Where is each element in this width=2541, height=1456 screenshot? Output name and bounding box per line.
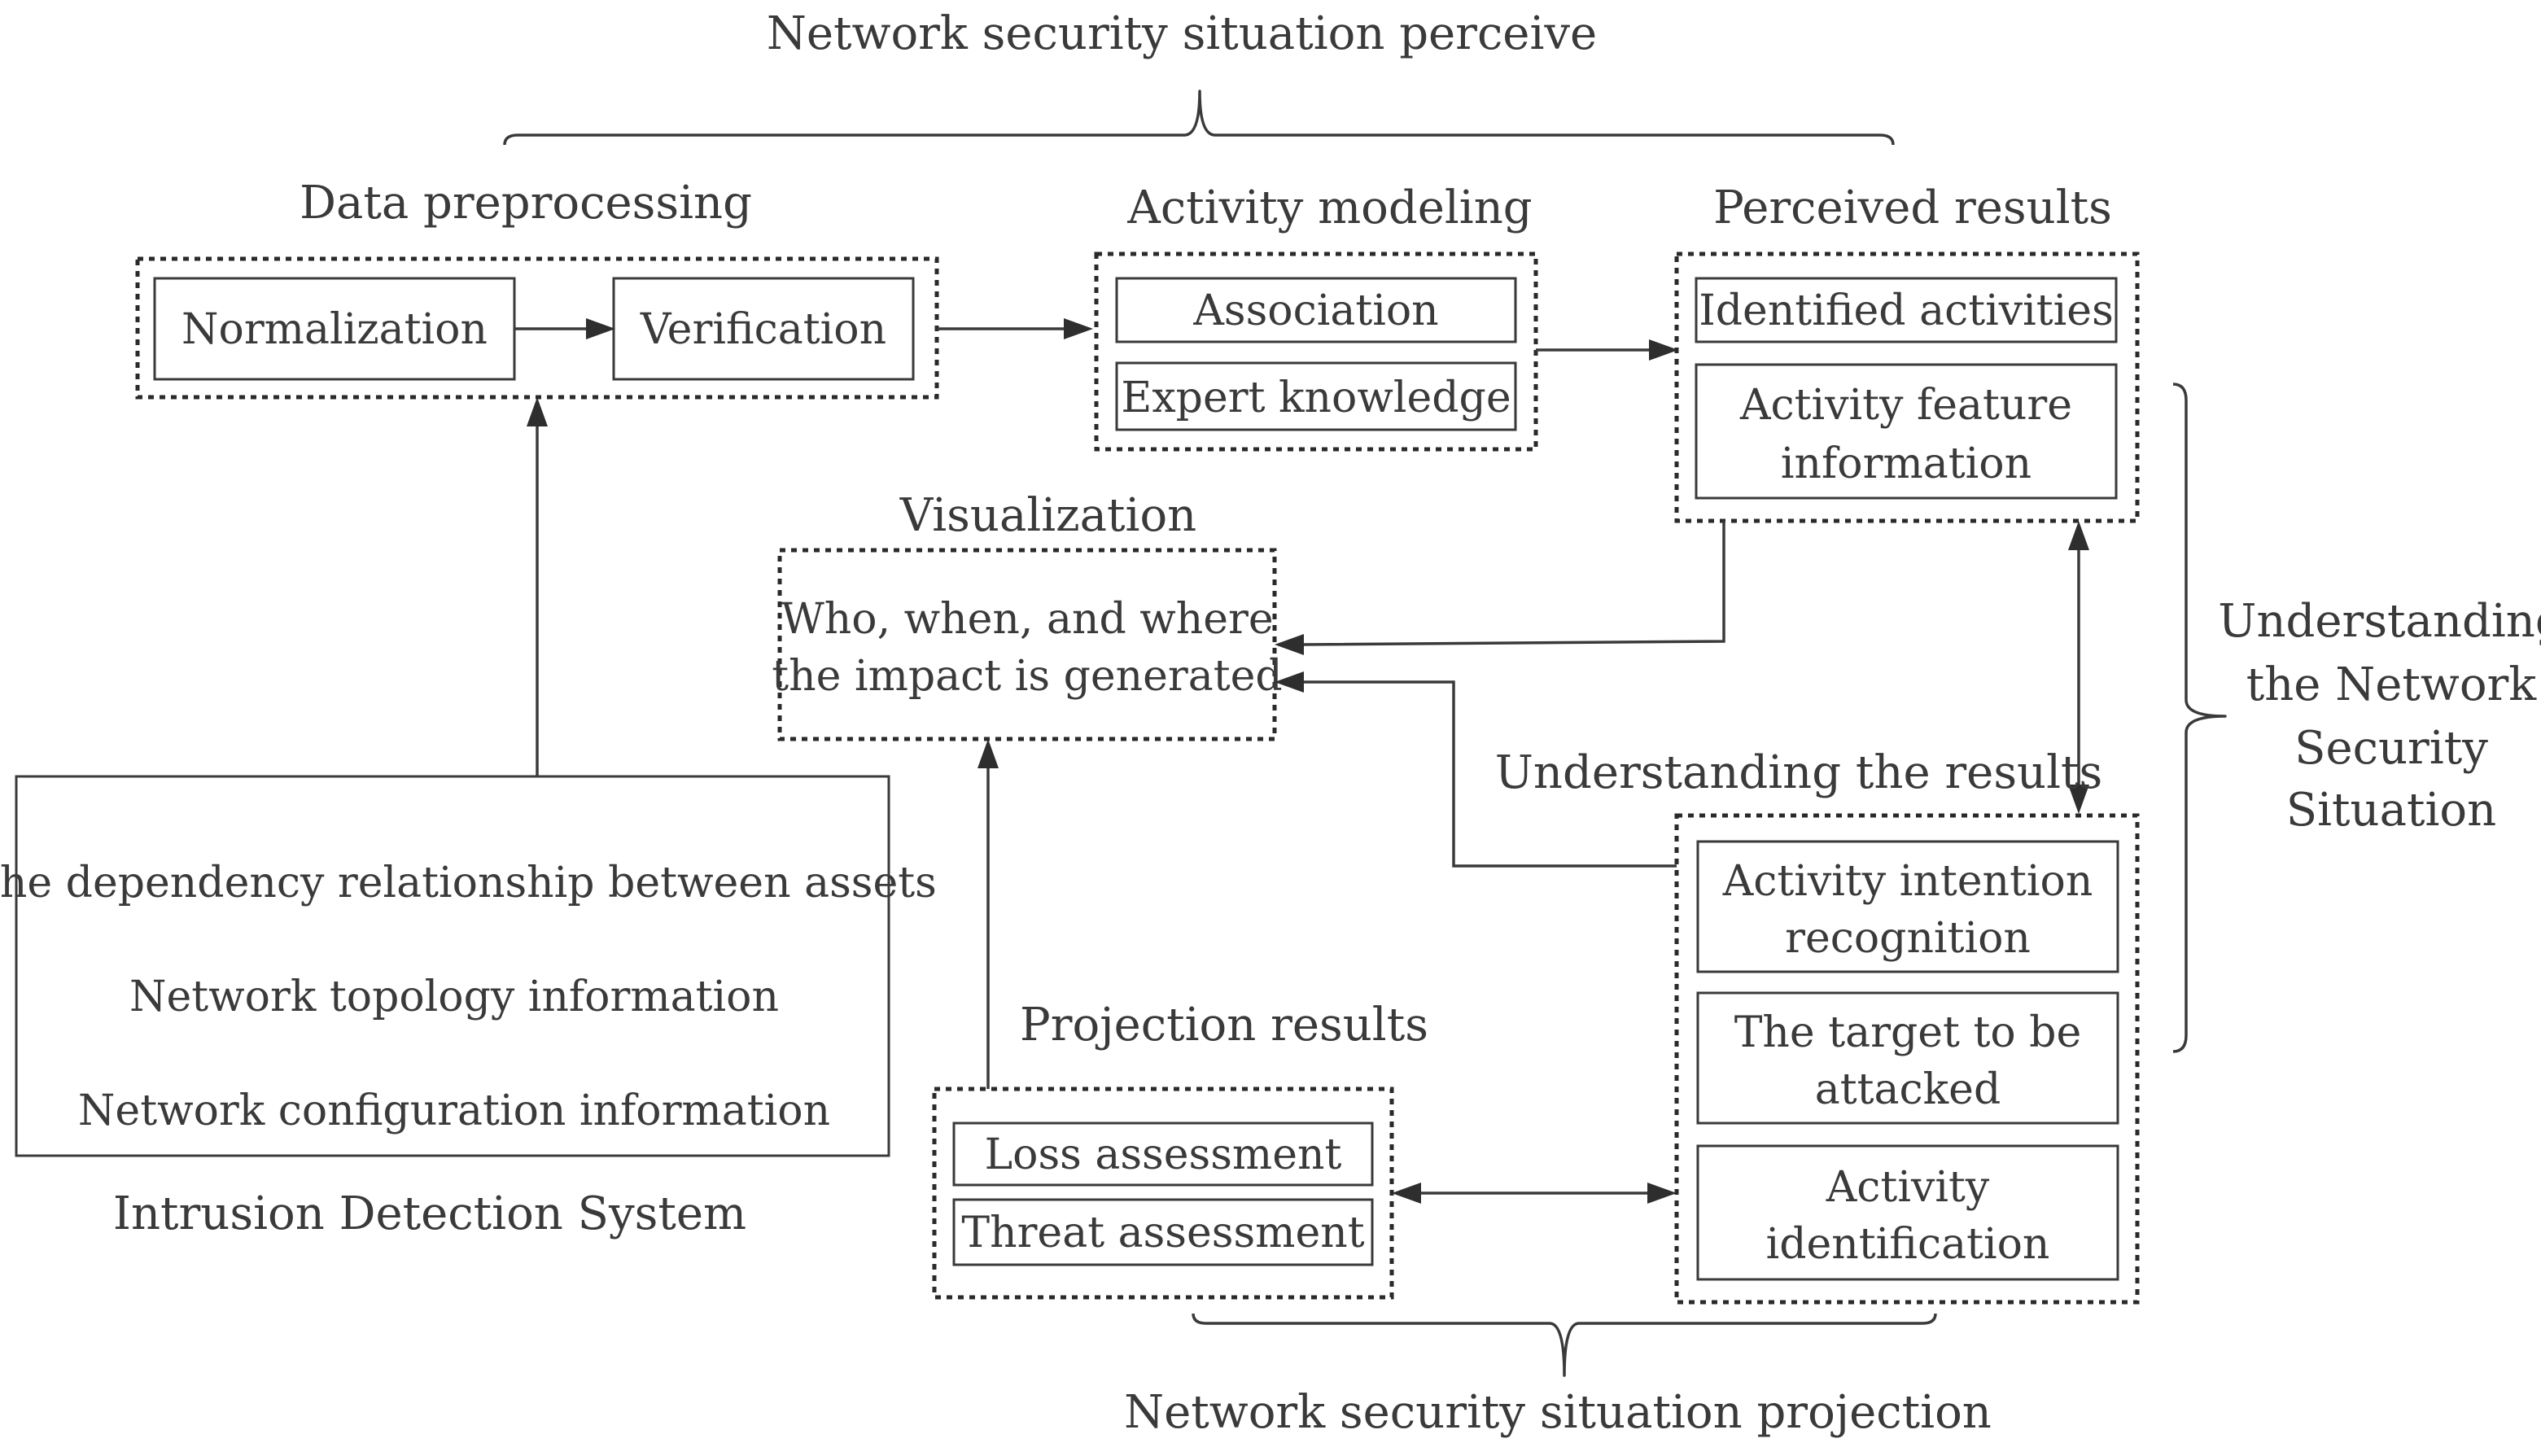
intrusion-detection-item: Network topology information	[129, 973, 779, 1021]
projection-results-title: Projection results	[1020, 999, 1428, 1052]
right-brace-label: the Network	[2246, 658, 2538, 711]
arrow-understanding-to-visualization	[1302, 680, 1677, 868]
activity-identification-label: identification	[1766, 1220, 2050, 1269]
activity-identification-box	[1696, 1144, 2119, 1281]
activity-intention-recognition-box	[1696, 840, 2119, 973]
visualization-box	[777, 548, 1277, 741]
arrowhead	[1275, 634, 1304, 655]
intrusion-detection-item: The dependency relationship between asse…	[0, 859, 937, 907]
visualization-text: Who, when, and where	[781, 595, 1273, 644]
top-brace	[503, 90, 1895, 146]
arrowhead	[1275, 671, 1304, 693]
target-to-be-attacked-label: The target to be	[1734, 1008, 2082, 1057]
verification-label: Verification	[640, 305, 886, 354]
intrusion-detection-item: Network configuration information	[78, 1087, 830, 1135]
data-preprocessing-title: Data preprocessing	[300, 177, 752, 230]
target-to-be-attacked-label: attacked	[1815, 1065, 2001, 1114]
understanding-results-title: Understanding the results	[1495, 746, 2103, 799]
right-brace-label: Understanding	[2218, 595, 2541, 648]
arrowhead	[1649, 339, 1678, 361]
expert-knowledge-box	[1115, 361, 1517, 431]
identified-activities-box	[1695, 277, 2118, 343]
right-brace	[2172, 383, 2227, 1053]
visualization-text: the impact is generated	[772, 652, 1282, 701]
association-box	[1115, 277, 1517, 343]
intrusion-detection-box	[15, 775, 890, 1157]
loss-assessment-box	[952, 1122, 1374, 1187]
expert-knowledge-label: Expert knowledge	[1121, 374, 1511, 422]
identified-activities-label: Identified activities	[1699, 286, 2114, 335]
threat-assessment-label: Threat assessment	[961, 1209, 1364, 1257]
perceived-results-title: Perceived results	[1713, 181, 2112, 234]
activity-modeling-group	[1094, 251, 1538, 452]
threat-assessment-box	[952, 1198, 1374, 1266]
activity-feature-information-label: Activity feature	[1739, 381, 2072, 430]
activity-feature-information-box	[1695, 363, 2118, 500]
loss-assessment-label: Loss assessment	[985, 1130, 1342, 1179]
arrowhead	[977, 739, 999, 768]
association-label: Association	[1192, 286, 1438, 335]
activity-feature-information-label: information	[1781, 439, 2031, 488]
perceived-results-group	[1674, 251, 2140, 523]
intrusion-detection-caption: Intrusion Detection System	[113, 1187, 746, 1240]
bottom-brace-label: Network security situation projection	[1124, 1386, 1992, 1439]
arrowhead	[1392, 1183, 1421, 1204]
normalization-label: Normalization	[182, 305, 488, 354]
arrowhead	[1647, 1183, 1677, 1204]
arrowhead	[2068, 785, 2089, 814]
activity-intention-recognition-label: Activity intention	[1722, 857, 2093, 906]
activity-identification-label: Activity	[1826, 1163, 1990, 1212]
right-brace-label: Situation	[2286, 784, 2496, 837]
projection-results-group	[932, 1087, 1394, 1300]
understanding-results-group	[1674, 813, 2140, 1305]
activity-modeling-title: Activity modeling	[1126, 181, 1532, 234]
right-brace-label: Security	[2294, 722, 2488, 775]
visualization-title: Visualization	[899, 489, 1196, 542]
arrowhead	[1064, 318, 1093, 339]
arrow-perceived-to-visualization	[1301, 521, 1725, 646]
bottom-brace	[1192, 1313, 1937, 1377]
target-to-be-attacked-box	[1696, 991, 2119, 1125]
activity-intention-recognition-label: recognition	[1785, 914, 2031, 963]
top-brace-label: Network security situation perceive	[767, 7, 1597, 60]
arrowhead	[586, 318, 615, 339]
arrowhead	[2068, 521, 2089, 550]
arrowhead	[527, 397, 548, 426]
